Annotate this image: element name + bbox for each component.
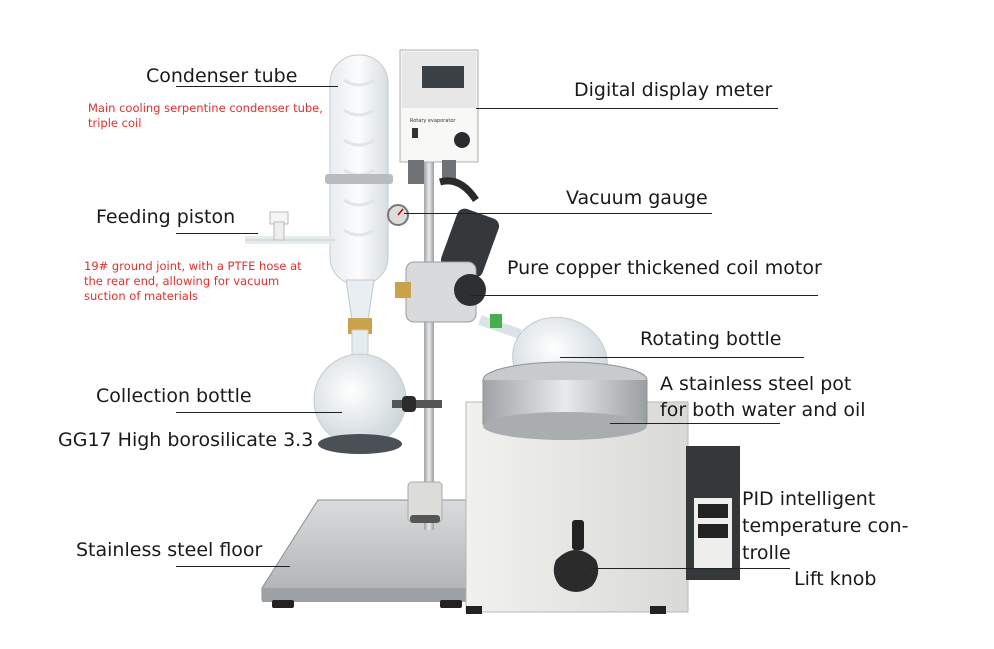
lift-knob — [553, 520, 599, 592]
label-pid-line1: PID intelligent — [742, 488, 876, 510]
label-rotating-bottle: Rotating bottle — [640, 328, 782, 350]
leader-feeding-piston — [176, 233, 258, 234]
leader-coil-motor — [470, 295, 818, 296]
leader-display-meter — [476, 108, 778, 109]
leader-condenser-tube — [176, 86, 338, 87]
digital-display-meter: Rotary evaporator — [399, 49, 479, 163]
label-display-meter: Digital display meter — [574, 79, 773, 101]
label-borosilicate: GG17 High borosilicate 3.3 — [58, 429, 314, 451]
meter-title: Rotary evaporator — [410, 118, 456, 124]
leader-vacuum-gauge — [404, 213, 712, 214]
label-lift-knob: Lift knob — [794, 568, 877, 590]
note-feeding: 19# ground joint, with a PTFE hose at th… — [84, 259, 302, 303]
leader-rotating-bottle — [560, 357, 804, 358]
label-collection-bottle: Collection bottle — [96, 385, 252, 407]
label-feeding-piston: Feeding piston — [96, 206, 236, 228]
vacuum-gauge — [387, 204, 409, 226]
feeding-piston — [245, 211, 335, 244]
label-pot-line2: for both water and oil — [660, 399, 866, 421]
leader-pot — [610, 423, 780, 424]
condenser-tube — [325, 54, 393, 334]
stainless-steel-floor — [261, 499, 471, 608]
label-coil-motor: Pure copper thickened coil motor — [507, 257, 822, 279]
label-pot-line1: A stainless steel pot — [660, 373, 852, 395]
label-pid-line3: trolle — [742, 542, 791, 564]
pid-controller — [686, 446, 740, 580]
label-condenser-tube: Condenser tube — [146, 65, 298, 87]
leader-steel-floor — [176, 566, 290, 567]
collection-bottle — [313, 329, 442, 454]
coil-motor — [395, 208, 500, 323]
note-condenser: Main cooling serpentine condenser tube, … — [88, 101, 323, 130]
label-steel-floor: Stainless steel floor — [76, 539, 263, 561]
leader-collection-bottle — [176, 412, 342, 413]
label-vacuum-gauge: Vacuum gauge — [566, 187, 708, 209]
label-pid-line2: temperature con- — [742, 515, 909, 537]
support-rod — [424, 150, 434, 530]
leader-lift-knob — [590, 568, 790, 569]
